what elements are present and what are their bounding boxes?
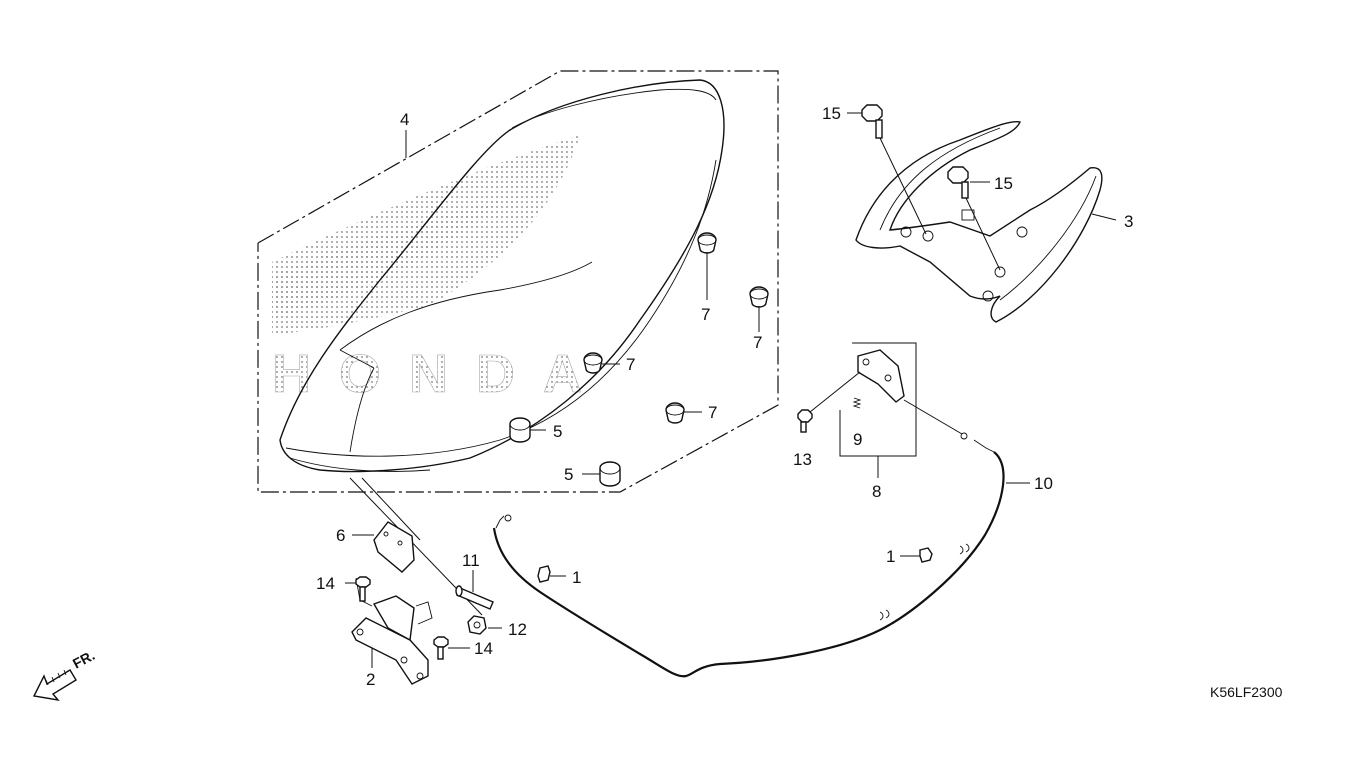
bolt-14a	[355, 576, 371, 602]
callout-13: 13	[793, 450, 812, 469]
grommet-7b	[749, 286, 769, 308]
callout-15a: 15	[822, 104, 841, 123]
grab-rail-part-3	[855, 120, 1103, 323]
cushion-5b	[599, 461, 621, 487]
callout-1a: 1	[572, 568, 581, 587]
honda-wing-watermark: HONDA	[272, 135, 582, 404]
front-direction-marker: FR.	[32, 647, 97, 702]
nut-part-12	[467, 615, 487, 635]
callout-15b: 15	[994, 174, 1013, 193]
callout-7c: 7	[626, 355, 635, 374]
callout-12: 12	[508, 620, 527, 639]
pin-part-11	[455, 585, 494, 610]
spring-part-9	[852, 397, 862, 409]
bolt-15a	[861, 104, 927, 235]
grommet-7d	[665, 402, 685, 424]
callout-14b: 14	[474, 639, 493, 658]
cushion-5a	[509, 417, 531, 443]
callout-10: 10	[1034, 474, 1053, 493]
callout-5a: 5	[553, 422, 562, 441]
callout-7a: 7	[701, 305, 710, 324]
front-arrow-icon	[32, 669, 77, 702]
callout-11: 11	[462, 551, 480, 570]
seat-latch-part-8	[857, 349, 905, 403]
bolt-15b	[947, 166, 1001, 271]
clip-1b	[919, 547, 933, 563]
latch-assembly-frame	[839, 342, 917, 457]
grommet-7a	[697, 232, 717, 254]
callout-4: 4	[400, 110, 409, 129]
seat-assembly-frame	[257, 70, 779, 493]
leader-lines	[345, 112, 1117, 668]
front-marker-label: FR.	[70, 647, 97, 672]
callout-14a: 14	[316, 574, 335, 593]
callout-2: 2	[366, 670, 375, 689]
seat-lock-cable-part-10	[492, 399, 1005, 678]
seat-part-4	[279, 79, 725, 473]
grommet-7c	[583, 352, 603, 374]
callout-5b: 5	[564, 465, 573, 484]
bolt-14b	[433, 636, 449, 660]
hinge-bracket-part-6	[373, 521, 415, 573]
callout-7d: 7	[708, 403, 717, 422]
callout-6: 6	[336, 526, 345, 545]
diagram-code: K56LF2300	[1210, 684, 1283, 700]
bolt-part-13	[797, 371, 861, 433]
callout-labels: 4 3 15 15 7 7 7 7 5 5 6 14 14 2 11 12 1 …	[316, 104, 1133, 689]
honda-watermark-text: HONDA	[272, 344, 582, 404]
callout-9: 9	[853, 430, 862, 449]
callout-7b: 7	[753, 333, 762, 352]
callout-1b: 1	[886, 547, 895, 566]
seat-hinge-part-2	[351, 577, 433, 685]
clip-1a	[537, 565, 551, 583]
callout-3: 3	[1124, 212, 1133, 231]
callout-8: 8	[872, 482, 881, 501]
